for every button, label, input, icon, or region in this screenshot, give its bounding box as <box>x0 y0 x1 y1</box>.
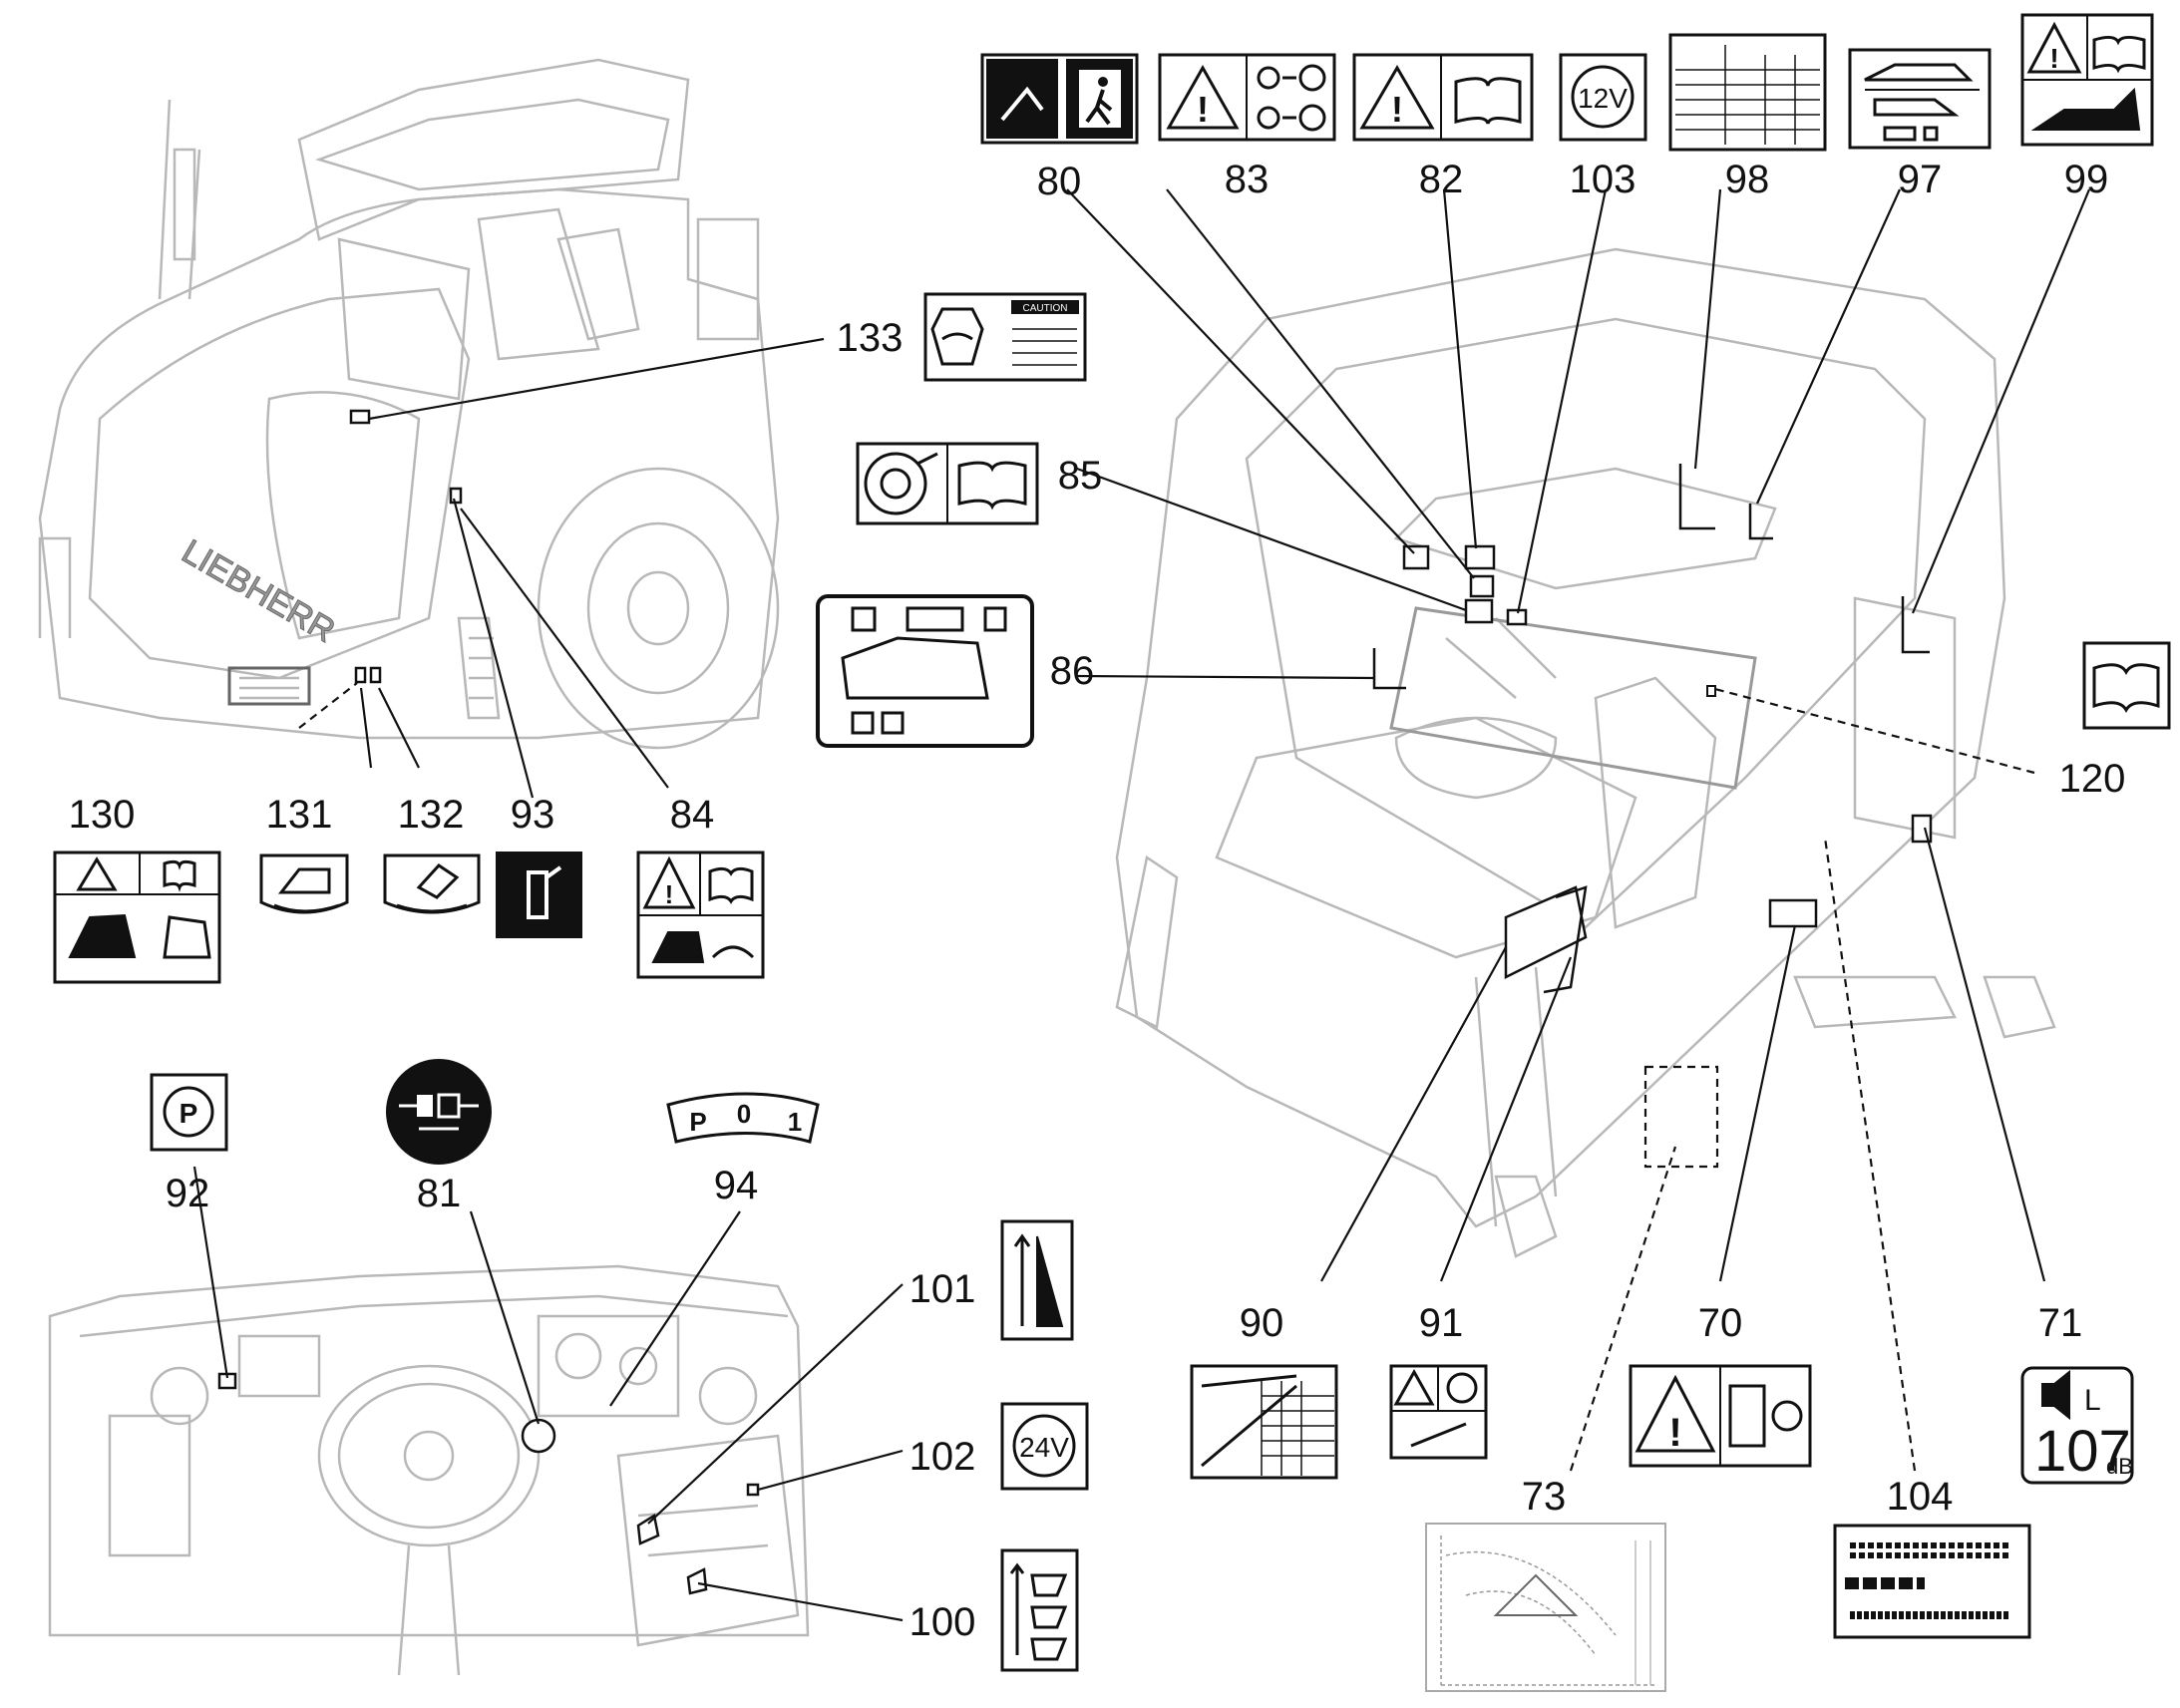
callout-133: 133 <box>837 316 904 360</box>
decal-84-warning-manual: ! <box>636 851 765 979</box>
decal-80-emergency-exit <box>980 53 1139 145</box>
callout-86: 86 <box>1050 649 1095 693</box>
label-12v: 12V <box>1578 83 1628 114</box>
svg-text:!: ! <box>665 879 674 909</box>
callout-132: 132 <box>398 793 465 837</box>
callout-94: 94 <box>714 1164 759 1207</box>
callout-104: 104 <box>1887 1475 1954 1519</box>
callout-130: 130 <box>69 793 136 837</box>
decal-93-fire-extinguisher <box>496 852 582 938</box>
callout-91: 91 <box>1419 1301 1464 1345</box>
decal-94-gear-selector: P 0 1 <box>666 1092 820 1144</box>
callout-90: 90 <box>1240 1301 1284 1345</box>
noise-unit: dB <box>2106 1454 2133 1479</box>
callout-100: 100 <box>909 1600 976 1644</box>
callout-70: 70 <box>1698 1301 1743 1345</box>
callout-131: 131 <box>266 793 333 837</box>
decal-98-table <box>1668 33 1827 152</box>
callout-83: 83 <box>1225 158 1270 201</box>
callout-numbers: 80 83 82 103 98 97 99 133 85 86 120 130 … <box>69 158 2126 1644</box>
label-parking-p: P <box>180 1098 198 1129</box>
callout-85: 85 <box>1058 454 1103 498</box>
decal-82-read-manual-warning: ! <box>1352 53 1534 142</box>
decal-97-transport <box>1848 48 1992 150</box>
decal-90-load-table <box>1190 1364 1338 1480</box>
decal-130-warning-manual <box>53 851 221 984</box>
callout-101: 101 <box>909 1267 976 1311</box>
callout-103: 103 <box>1570 158 1636 201</box>
decal-71-noise-level: L 107 dB <box>2020 1366 2134 1485</box>
svg-text:!: ! <box>1391 89 1403 130</box>
callout-120: 120 <box>2059 757 2126 801</box>
noise-symbol: L <box>2084 1384 2101 1417</box>
svg-text:!: ! <box>1197 89 1209 130</box>
callout-102: 102 <box>909 1435 976 1479</box>
callout-92: 92 <box>166 1172 210 1215</box>
callout-84: 84 <box>670 793 715 837</box>
leader-lines <box>192 188 2091 1622</box>
callout-98: 98 <box>1725 158 1770 201</box>
decal-101-throttle <box>1000 1219 1074 1341</box>
decal-102-24v: 24V <box>1000 1402 1089 1491</box>
decal-73-lift-chart <box>1425 1523 1666 1692</box>
gear-label-0: 0 <box>737 1099 751 1129</box>
decal-70-warning-parking: ! <box>1629 1364 1812 1468</box>
svg-text:!: ! <box>1668 1411 1681 1455</box>
decal-132-lever <box>383 854 481 914</box>
gear-label-p: P <box>689 1107 706 1137</box>
decal-86-dashboard-overview <box>816 594 1034 748</box>
brand-logo: LIEBHERR <box>176 532 341 650</box>
decal-104-code-plate <box>1833 1524 2031 1639</box>
decal-81-seat-belt <box>386 1059 492 1165</box>
callout-82: 82 <box>1419 158 1464 201</box>
cab-illustration <box>1115 247 2056 1258</box>
decal-92-parking-brake: P <box>150 1073 228 1152</box>
dashboard-illustration <box>48 1264 810 1676</box>
decal-131-lever <box>259 854 349 914</box>
callout-93: 93 <box>511 793 555 837</box>
noise-value: 107 <box>2034 1419 2131 1484</box>
decal-99-dump-warning: ! <box>2020 13 2154 147</box>
truck-illustration: LIEBHERR <box>38 58 780 750</box>
label-caution: CAUTION <box>1023 303 1068 314</box>
callout-97: 97 <box>1898 158 1943 201</box>
callout-71: 71 <box>2038 1301 2083 1345</box>
decal-100-dump-lever <box>1000 1548 1079 1672</box>
gear-label-1: 1 <box>788 1107 802 1137</box>
callout-80: 80 <box>1037 160 1082 203</box>
decal-91-warning-slope <box>1389 1364 1488 1460</box>
decal-83-steering-warning: ! <box>1158 53 1336 142</box>
decal-103-12v: 12V <box>1559 53 1647 142</box>
svg-text:!: ! <box>2049 43 2058 74</box>
callout-81: 81 <box>417 1172 462 1215</box>
callout-99: 99 <box>2064 158 2109 201</box>
decal-120-manual <box>2082 641 2171 730</box>
decal-133-caution-coolant: CAUTION <box>923 292 1087 382</box>
label-24v: 24V <box>1019 1432 1069 1463</box>
decal-85-tire-manual <box>856 442 1039 525</box>
callout-73: 73 <box>1522 1475 1567 1519</box>
